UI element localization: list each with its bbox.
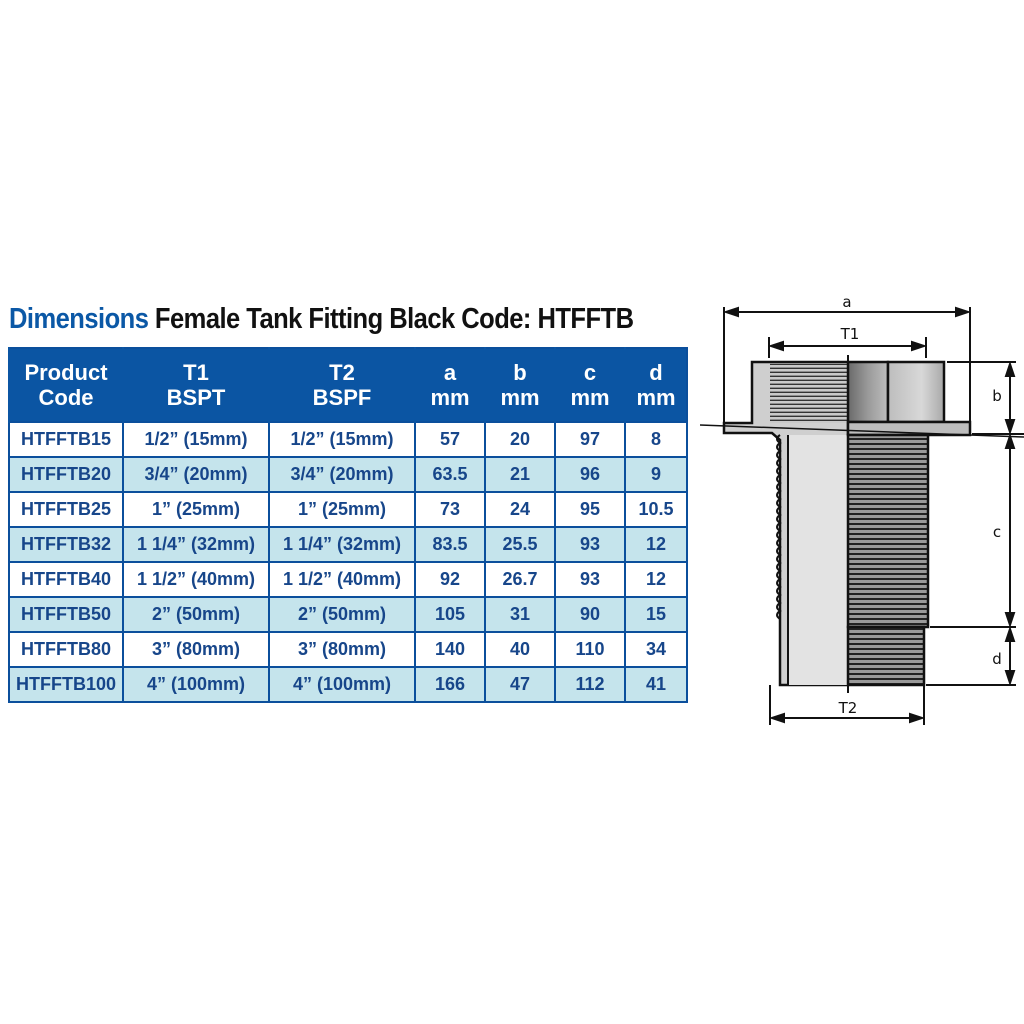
cell-d: 8 — [624, 421, 688, 458]
cell-b: 47 — [484, 666, 556, 703]
title-accent: Dimensions — [9, 303, 149, 335]
cell-b: 26.7 — [484, 561, 556, 598]
cell-t2: 3” (80mm) — [268, 631, 416, 668]
cell-t1: 3” (80mm) — [122, 631, 270, 668]
dimension-d — [926, 625, 1016, 687]
cell-product-code: HTFFTB32 — [8, 526, 124, 563]
label-t2: T2 — [838, 699, 858, 717]
cell-b: 40 — [484, 631, 556, 668]
cell-t2: 2” (50mm) — [268, 596, 416, 633]
label-d: d — [992, 650, 1002, 668]
dimension-b — [947, 360, 1024, 436]
cell-c: 96 — [554, 456, 626, 493]
dimension-t1 — [767, 337, 928, 358]
cell-t2: 1” (25mm) — [268, 491, 416, 528]
cell-t2: 1 1/2” (40mm) — [268, 561, 416, 598]
cell-a: 63.5 — [414, 456, 486, 493]
cell-b: 20 — [484, 421, 556, 458]
cell-product-code: HTFFTB15 — [8, 421, 124, 458]
label-t1: T1 — [840, 325, 860, 343]
cell-a: 73 — [414, 491, 486, 528]
label-a: a — [842, 293, 851, 311]
cell-c: 93 — [554, 561, 626, 598]
cell-product-code: HTFFTB25 — [8, 491, 124, 528]
cell-t1: 1 1/4” (32mm) — [122, 526, 270, 563]
cell-b: 21 — [484, 456, 556, 493]
cell-t1: 4” (100mm) — [122, 666, 270, 703]
cell-d: 9 — [624, 456, 688, 493]
cell-b: 25.5 — [484, 526, 556, 563]
cell-t2: 1/2” (15mm) — [268, 421, 416, 458]
cell-product-code: HTFFTB20 — [8, 456, 124, 493]
fitting-exterior-half — [846, 355, 972, 693]
cell-t2: 1 1/4” (32mm) — [268, 526, 416, 563]
cell-c: 97 — [554, 421, 626, 458]
cell-d: 15 — [624, 596, 688, 633]
cell-c: 95 — [554, 491, 626, 528]
label-b: b — [992, 387, 1002, 405]
cell-t1: 3/4” (20mm) — [122, 456, 270, 493]
dimension-t2 — [768, 685, 926, 725]
cell-c: 110 — [554, 631, 626, 668]
cell-t2: 4” (100mm) — [268, 666, 416, 703]
cell-a: 166 — [414, 666, 486, 703]
cell-product-code: HTFFTB40 — [8, 561, 124, 598]
cell-t1: 1/2” (15mm) — [122, 421, 270, 458]
cell-d: 12 — [624, 526, 688, 563]
label-c: c — [993, 523, 1001, 541]
cell-t1: 1 1/2” (40mm) — [122, 561, 270, 598]
cell-a: 140 — [414, 631, 486, 668]
cell-c: 93 — [554, 526, 626, 563]
tank-wall-line — [700, 424, 1024, 438]
cell-c: 90 — [554, 596, 626, 633]
cell-d: 41 — [624, 666, 688, 703]
cell-product-code: HTFFTB100 — [8, 666, 124, 703]
cell-a: 92 — [414, 561, 486, 598]
page-title: Dimensions Female Tank Fitting Black Cod… — [9, 303, 634, 336]
dimension-c — [930, 432, 1016, 629]
cell-d: 34 — [624, 631, 688, 668]
fitting-section-half — [722, 360, 850, 687]
cell-d: 12 — [624, 561, 688, 598]
cell-t2: 3/4” (20mm) — [268, 456, 416, 493]
dimension-a — [722, 306, 972, 425]
cell-product-code: HTFFTB50 — [8, 596, 124, 633]
cell-t1: 2” (50mm) — [122, 596, 270, 633]
fitting-diagram: a T1 b c — [700, 293, 1024, 725]
cell-product-code: HTFFTB80 — [8, 631, 124, 668]
cell-a: 105 — [414, 596, 486, 633]
cell-t1: 1” (25mm) — [122, 491, 270, 528]
cell-b: 31 — [484, 596, 556, 633]
cell-a: 83.5 — [414, 526, 486, 563]
title-rest: Female Tank Fitting Black Code: HTFFTB — [148, 303, 634, 335]
cell-a: 57 — [414, 421, 486, 458]
cell-d: 10.5 — [624, 491, 688, 528]
cell-c: 112 — [554, 666, 626, 703]
cell-b: 24 — [484, 491, 556, 528]
